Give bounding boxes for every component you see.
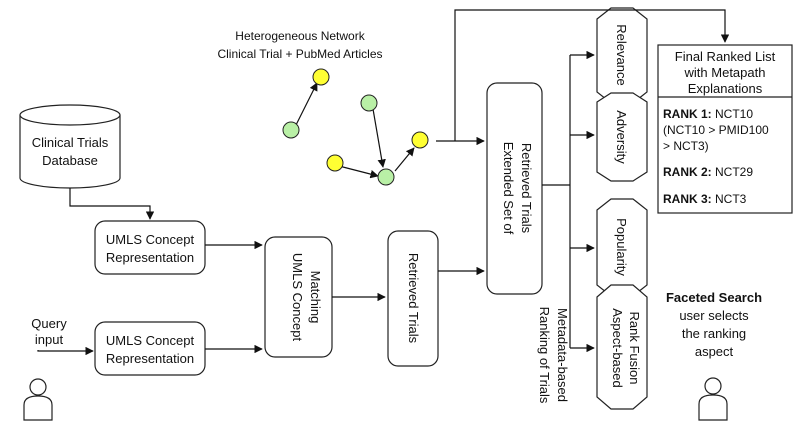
query-label-line1: Query bbox=[31, 316, 67, 331]
umls-bottom-line1: UMLS Concept bbox=[106, 333, 195, 348]
adversity-label: Adversity bbox=[614, 110, 629, 164]
network-node-green bbox=[360, 94, 378, 112]
metadata-line1: Metadata-based bbox=[555, 308, 570, 402]
network-node-green bbox=[282, 121, 300, 139]
rank3-row: RANK 3: NCT3 bbox=[663, 192, 747, 206]
database-label-line1: Clinical Trials bbox=[32, 135, 109, 150]
network-node-yellow bbox=[411, 131, 429, 149]
final-title-line3: Explanations bbox=[688, 81, 763, 96]
popularity-label: Popularity bbox=[614, 218, 629, 276]
extended-line1: Extended Set of bbox=[501, 142, 516, 235]
user-icon bbox=[23, 378, 53, 421]
faceted-line1: user selects bbox=[679, 308, 749, 323]
clinical-trials-database: Clinical Trials Database bbox=[19, 104, 121, 189]
retrieved-trials-box bbox=[387, 230, 439, 367]
aspect-connectors bbox=[542, 50, 595, 353]
network-title-line1: Heterogeneous Network bbox=[235, 29, 365, 43]
final-title-line2: with Metapath bbox=[684, 65, 766, 80]
metadata-line2: Ranking of Trials bbox=[537, 307, 552, 404]
relevance-box bbox=[596, 7, 648, 104]
final-title-line1: Final Ranked List bbox=[675, 49, 776, 64]
faceted-title: Faceted Search bbox=[666, 290, 762, 305]
rank1-label: RANK 1: bbox=[663, 107, 712, 121]
network-node-yellow bbox=[326, 154, 344, 172]
network-node-green bbox=[377, 168, 395, 186]
rank2-row: RANK 2: NCT29 bbox=[663, 165, 753, 179]
rank2-value: NCT29 bbox=[712, 165, 754, 179]
rank1-row: RANK 1: NCT10 bbox=[663, 107, 753, 121]
user-icon bbox=[698, 377, 728, 421]
rank1-path-line2: > NCT3) bbox=[663, 139, 709, 153]
umls-bottom-line2: Representation bbox=[106, 351, 194, 366]
umls-representation-box-bottom bbox=[94, 321, 206, 376]
retrieved-label: Retrieved Trials bbox=[406, 253, 421, 344]
query-label-line2: input bbox=[35, 332, 64, 347]
rank1-path-line1: (NCT10 > PMID100 bbox=[663, 123, 769, 137]
network-title-line2: Clinical Trial + PubMed Articles bbox=[217, 47, 382, 61]
database-label-line2: Database bbox=[42, 153, 98, 168]
final-ranked-list-box bbox=[657, 44, 793, 214]
umls-top-line1: UMLS Concept bbox=[106, 232, 195, 247]
extended-set-box bbox=[486, 82, 543, 295]
matching-line2: Matching bbox=[308, 271, 323, 324]
rank3-label: RANK 3: bbox=[663, 192, 712, 206]
faceted-line2: the ranking bbox=[682, 326, 746, 341]
relevance-label: Relevance bbox=[614, 24, 629, 85]
rank2-label: RANK 2: bbox=[663, 165, 712, 179]
rank-fusion-box bbox=[596, 284, 648, 410]
umls-representation-box-top bbox=[94, 220, 206, 275]
popularity-box bbox=[596, 198, 648, 297]
rank3-value: NCT3 bbox=[712, 192, 747, 206]
extended-line2: Retrieved Trials bbox=[519, 143, 534, 234]
fusion-line2: Rank Fusion bbox=[627, 312, 642, 385]
umls-top-line2: Representation bbox=[106, 250, 194, 265]
network-node-yellow bbox=[312, 68, 330, 86]
faceted-line3: aspect bbox=[695, 344, 734, 359]
network-edges bbox=[294, 82, 415, 179]
fusion-line1: Aspect-based bbox=[610, 308, 625, 388]
adversity-box bbox=[596, 92, 648, 182]
matching-line1: UMLS Concept bbox=[290, 253, 305, 342]
rank1-value: NCT10 bbox=[712, 107, 754, 121]
